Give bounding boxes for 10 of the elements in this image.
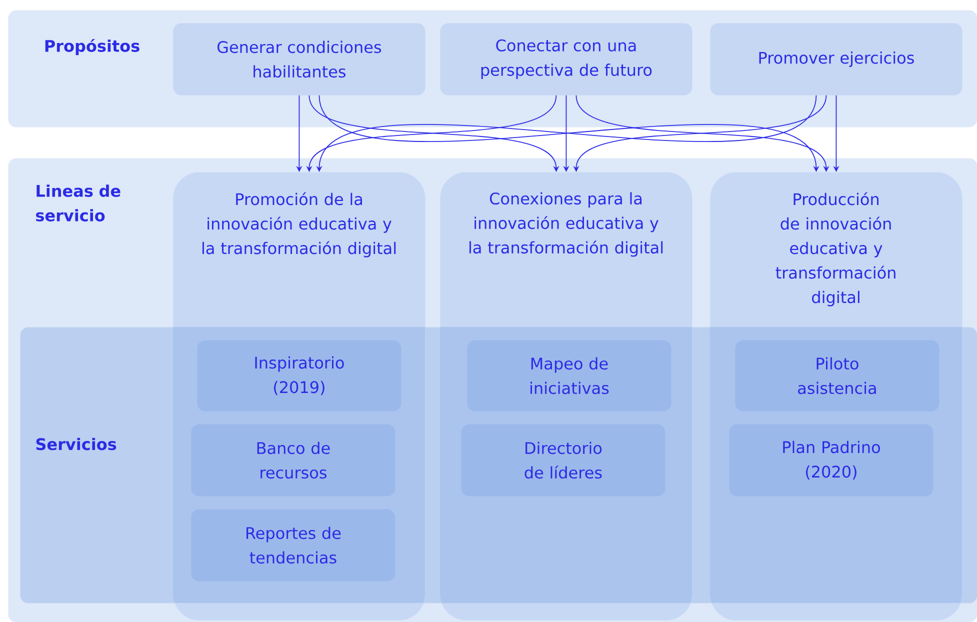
rounded-box: Piloto asistencia	[735, 340, 940, 412]
rounded-box: Reportes de tendencias	[191, 509, 396, 582]
rounded-box: Conectar con una perspectiva de futuro	[440, 23, 692, 96]
rounded-box: Mapeo de iniciativas	[467, 340, 672, 412]
rounded-box: Promover ejercicios	[710, 23, 962, 96]
rounded-box: Generar condiciones habilitantes	[173, 23, 426, 96]
rounded-box: Plan Padrino (2020)	[729, 424, 934, 496]
rounded-box: Inspiratorio (2019)	[197, 340, 402, 412]
rounded-box: Directorio de líderes	[461, 424, 666, 496]
rounded-box: Banco de recursos	[191, 424, 396, 496]
